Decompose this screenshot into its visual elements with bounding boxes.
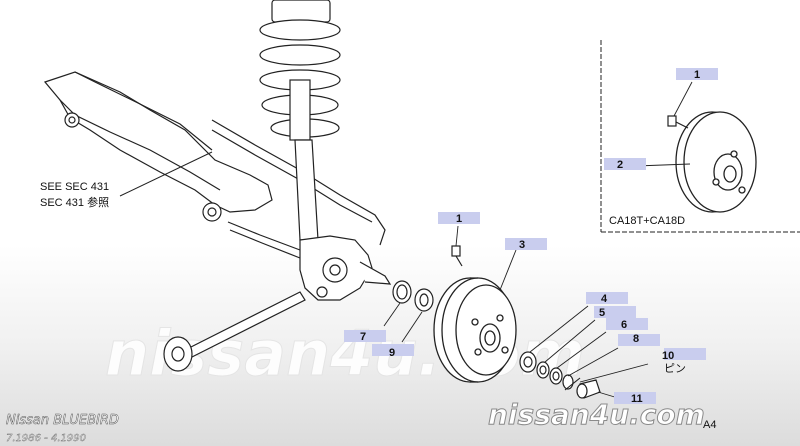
callout-main-9: 9 — [372, 344, 414, 359]
callout-main-4: 4 — [586, 292, 628, 305]
callout-main-11: 11 — [614, 392, 656, 405]
callout-main-1-label: 1 — [456, 213, 462, 225]
brake-drum — [433, 277, 517, 383]
callout-leaders — [383, 225, 649, 399]
cotter-pin — [564, 377, 581, 391]
lower-link — [163, 291, 306, 372]
suspension-member — [43, 71, 273, 222]
callout-main-3: 3 — [505, 238, 547, 251]
callout-inset-1: 1 — [676, 68, 718, 81]
model-name: Nissan BLUEBIRD — [6, 413, 119, 428]
callout-main-5-label: 5 — [599, 307, 605, 319]
date-range: 7.1986 - 4.1990 — [6, 433, 86, 444]
see-ref-line2: SEC 431 参照 — [40, 195, 109, 209]
page-code: A4 — [703, 419, 716, 431]
callout-main-10-label: 10 — [662, 350, 674, 362]
outer-bearing — [519, 351, 537, 373]
hub-bolt — [451, 245, 463, 267]
grease-seal — [392, 280, 412, 304]
inset-bolt — [667, 115, 689, 129]
callout-main-7-label: 7 — [360, 331, 366, 343]
callout-main-4-label: 4 — [601, 293, 608, 305]
right-watermark: nissan4u.com — [488, 398, 705, 431]
strut-spring — [259, 0, 341, 241]
hub-nut — [549, 367, 563, 385]
inset-caption: CA18T+CA18D — [609, 215, 685, 227]
part10-sub-label: ピン — [664, 362, 686, 375]
callout-main-5: 5 — [594, 306, 636, 319]
see-ref-line1: SEE SEC 431 — [40, 181, 109, 193]
callout-inset-2: 2 — [604, 158, 646, 171]
callout-main-3-label: 3 — [519, 239, 525, 251]
callout-main-7: 7 — [344, 330, 386, 343]
callout-main-8-label: 8 — [633, 333, 639, 345]
see-ref-leader — [119, 151, 213, 197]
callout-main-11-label: 11 — [631, 393, 643, 405]
knuckle — [299, 235, 392, 301]
callout-main-6: 6 — [606, 318, 648, 331]
inset-rotor — [675, 111, 757, 213]
washer — [536, 361, 550, 379]
callout-main-9-label: 9 — [389, 347, 395, 359]
callout-main-10: 10 — [662, 348, 706, 362]
callout-inset-1-label: 1 — [694, 69, 700, 81]
callout-main-1: 1 — [438, 212, 480, 225]
callout-inset-2-label: 2 — [617, 159, 623, 171]
grease-cap — [576, 379, 601, 399]
callout-main-8: 8 — [618, 333, 660, 346]
callout-main-6-label: 6 — [621, 319, 627, 331]
inset-frame — [600, 40, 800, 233]
inner-bearing — [414, 288, 434, 312]
